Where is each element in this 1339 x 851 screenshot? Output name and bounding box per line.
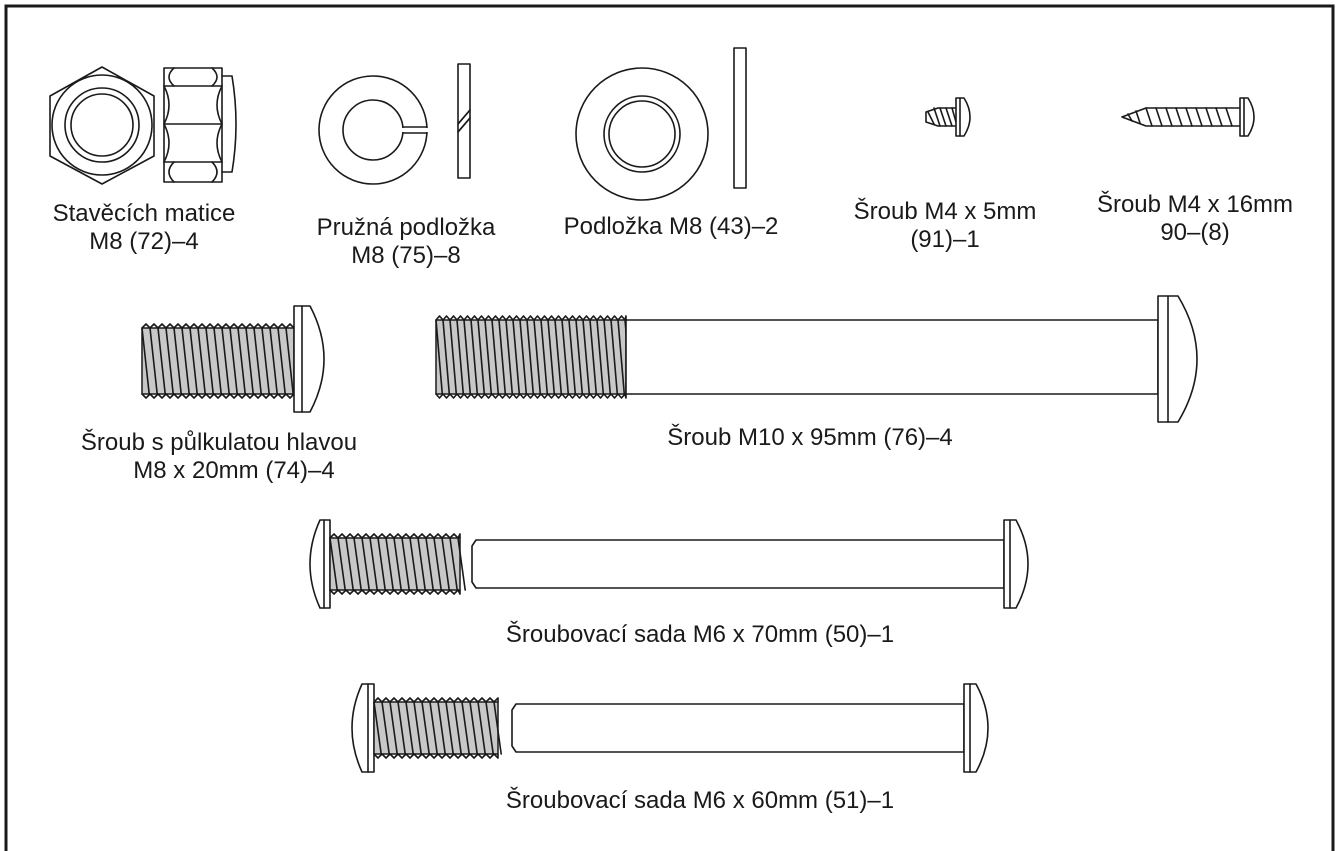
spring-washer-front-drawing bbox=[318, 75, 428, 185]
label-spring-washer-line-1: Pružná podložka bbox=[316, 214, 496, 241]
label-button-bolt-line-2: M8 x 20mm (74)–4 bbox=[133, 457, 335, 484]
label-screw-m4x16: Šroub M4 x 16mm 90–(8) bbox=[1080, 191, 1310, 247]
screw-m4x16-drawing bbox=[1121, 97, 1255, 137]
spring-washer-side-drawing bbox=[457, 63, 471, 179]
label-screw-set-m6x60: Šroubovací sada M6 x 60mm (51)–1 bbox=[480, 787, 920, 815]
label-spring-washer-line-2: M8 (75)–8 bbox=[351, 242, 461, 269]
button-bolt-m8x20-drawing bbox=[141, 305, 325, 413]
screw-set-m6x70-drawing bbox=[309, 519, 1029, 609]
hex-nut-front-drawing bbox=[49, 66, 155, 185]
label-bolt-m10x95-line-1: Šroub M10 x 95mm (76)–4 bbox=[667, 424, 953, 451]
screw-m4x5-drawing bbox=[925, 97, 971, 137]
label-screw-m4x16-line-2: 90–(8) bbox=[1160, 219, 1230, 246]
label-nut-line-1: Stavěcích matice bbox=[52, 200, 236, 227]
label-nut-line-2: M8 (72)–4 bbox=[89, 228, 199, 255]
label-button-bolt: Šroub s půlkulatou hlavou M8 x 20mm (74)… bbox=[64, 429, 374, 485]
flat-washer-side-drawing bbox=[733, 47, 747, 189]
label-washer-line-1: Podložka M8 (43)–2 bbox=[563, 213, 779, 240]
bolt-m10x95-drawing bbox=[435, 295, 1198, 423]
label-button-bolt-line-1: Šroub s půlkulatou hlavou bbox=[80, 429, 358, 456]
label-screw-set-m6x70-line-1: Šroubovací sada M6 x 70mm (50)–1 bbox=[505, 621, 895, 648]
screw-set-m6x60-drawing bbox=[351, 683, 989, 773]
hex-nut-side-drawing bbox=[163, 67, 237, 183]
label-screw-m4x5-line-2: (91)–1 bbox=[910, 226, 980, 253]
label-screw-m4x5-line-1: Šroub M4 x 5mm bbox=[853, 198, 1037, 225]
label-washer: Podložka M8 (43)–2 bbox=[546, 213, 796, 241]
label-bolt-m10x95: Šroub M10 x 95mm (76)–4 bbox=[640, 424, 980, 452]
label-screw-m4x5: Šroub M4 x 5mm (91)–1 bbox=[830, 198, 1060, 254]
label-spring-washer: Pružná podložka M8 (75)–8 bbox=[296, 214, 516, 270]
label-nut: Stavěcích matice M8 (72)–4 bbox=[34, 200, 254, 256]
label-screw-m4x16-line-1: Šroub M4 x 16mm bbox=[1096, 191, 1294, 218]
flat-washer-front-drawing bbox=[575, 67, 709, 201]
label-screw-set-m6x60-line-1: Šroubovací sada M6 x 60mm (51)–1 bbox=[505, 787, 895, 814]
label-screw-set-m6x70: Šroubovací sada M6 x 70mm (50)–1 bbox=[480, 621, 920, 649]
